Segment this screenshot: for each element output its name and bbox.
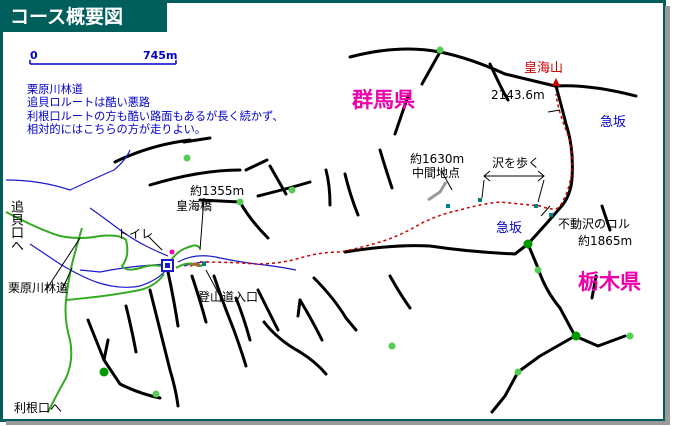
trailhead-label: 登山道入口 — [198, 290, 259, 304]
fudozawa-elev-label: 約1865m — [578, 234, 633, 248]
toilet-label: トイレ — [117, 227, 154, 241]
key-dots — [99, 239, 581, 377]
point-markers — [202, 198, 553, 266]
peak-elevation: 2143.6m — [491, 88, 545, 102]
map-shadow-bottom — [6, 421, 670, 425]
prefecture-gunma: 群馬県 — [352, 88, 415, 112]
oigai-exit-label: 追貝口へ — [8, 200, 23, 256]
oigai-road — [5, 211, 161, 271]
map-shadow-right — [665, 6, 670, 424]
fudozawa-col-label: 不動沢のコル — [558, 217, 631, 231]
scale-end-label: 745m — [143, 49, 178, 62]
road-note: 栗原川林道 追貝ロルートは酷い悪路 利根口ルートの方も酷い路面もあるが長く続かず… — [27, 83, 284, 137]
trailhead-mark — [189, 262, 202, 268]
oigai-exit-text: 追貝口へ — [8, 200, 23, 252]
peak-name: 皇海山 — [524, 61, 564, 76]
midpoint-path — [427, 181, 448, 202]
trail — [199, 93, 574, 265]
kuribara-road-label: 栗原川林道 — [8, 281, 69, 295]
scale-bar — [29, 60, 177, 65]
map-title: コース概要図 — [2, 2, 167, 32]
leaders — [45, 109, 561, 301]
tone-road — [47, 227, 83, 413]
bridge-name-label: 皇海橋 — [176, 199, 213, 213]
summit-marker — [552, 78, 560, 86]
scale-start-label: 0 — [30, 49, 38, 62]
bridge-elev-label: 約1355m — [190, 184, 245, 198]
midpoint-name-label: 中間地点 — [412, 166, 461, 180]
note-line: 相対的にはこちらの方が走りよい。 — [27, 123, 207, 137]
note-line: 栗原川林道 — [27, 83, 83, 96]
note-line: 利根口ルートの方も酷い路面もあるが長く続かず、 — [27, 109, 284, 123]
roads — [5, 211, 205, 413]
ridge-main — [348, 47, 638, 98]
kyuzaka-lower-label: 急坂 — [496, 221, 523, 236]
midpoint-elev-label: 約1630m — [410, 152, 465, 166]
note-line: 追貝ロルートは酷い悪路 — [27, 96, 151, 110]
walk-stream-arrow — [481, 170, 545, 203]
walk-stream-label: 沢を歩く — [492, 156, 541, 170]
kyuzaka-upper-label: 急坂 — [600, 115, 627, 130]
prefecture-tochigi: 栃木県 — [578, 270, 641, 294]
tone-exit-label: 利根口へ — [14, 401, 63, 415]
trail-route — [199, 93, 574, 265]
toilet-marker — [169, 249, 175, 255]
ridges — [86, 47, 638, 414]
green-dots — [152, 46, 634, 398]
